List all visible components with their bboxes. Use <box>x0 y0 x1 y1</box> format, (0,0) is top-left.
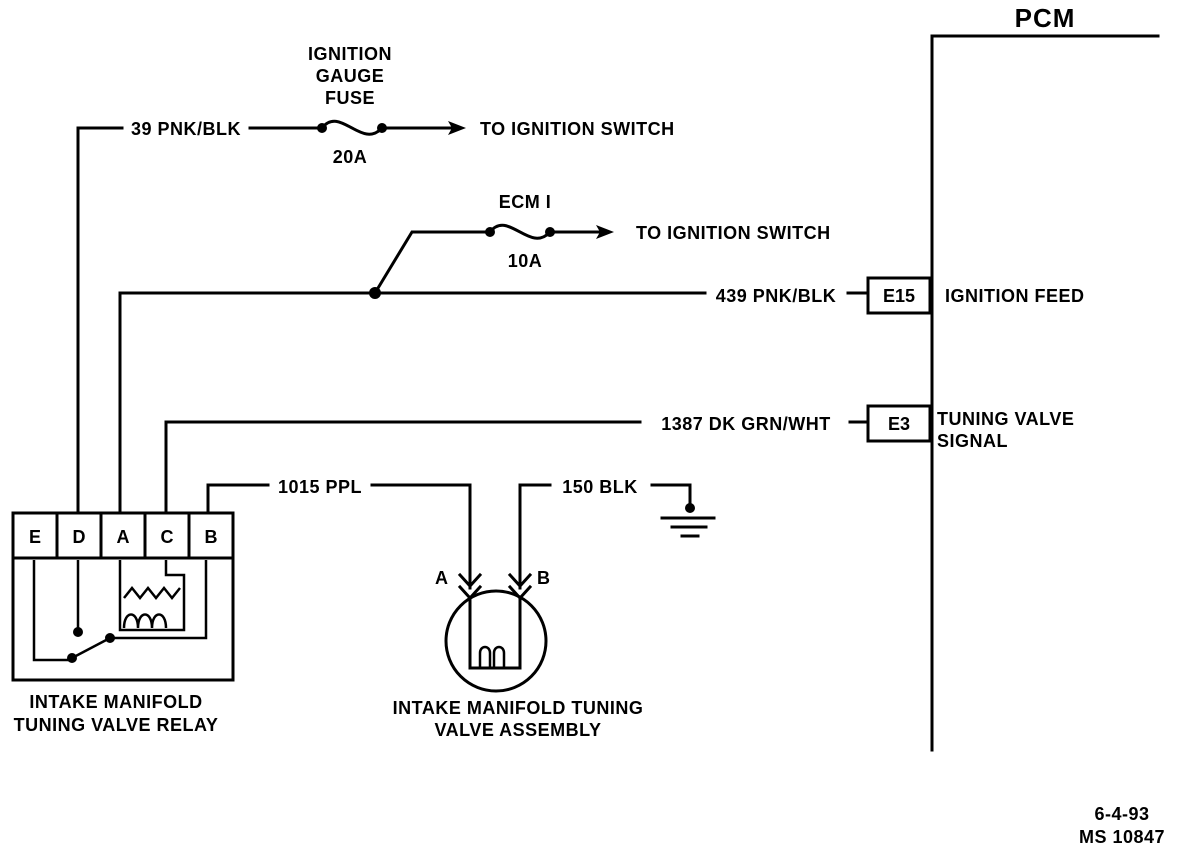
ecm-fuse-name: ECM I <box>499 192 552 212</box>
relay-coil-windings <box>122 613 168 629</box>
relay-pin-a: A <box>117 527 130 547</box>
wire-439-label: 439 PNK/BLK <box>716 286 837 306</box>
pin-box-e3 <box>866 404 932 443</box>
wire-150-left <box>518 483 552 590</box>
relay-pin-c: C <box>161 527 174 547</box>
arrow-right-icon <box>596 225 614 239</box>
wire-1015-right <box>370 483 472 590</box>
valve-terminal-a: A <box>435 568 448 588</box>
wire-1015-left <box>206 483 270 512</box>
wire-150-label: 150 BLK <box>562 477 638 497</box>
gauge-fuse-name-3: FUSE <box>325 88 375 108</box>
relay-body <box>11 556 235 682</box>
pcm-outline <box>930 34 1160 752</box>
wire-1015: 1015 PPL <box>206 477 472 590</box>
valve-label-line1: INTAKE MANIFOLD TUNING <box>393 698 644 718</box>
pin-label-e3: E3 <box>888 414 910 434</box>
gauge-fuse-name-2: GAUGE <box>316 66 385 86</box>
relay-connector <box>11 511 235 560</box>
pcm-connector-e3: E3 TUNING VALVE SIGNAL <box>866 404 1074 451</box>
wire-150: 150 BLK <box>518 477 716 590</box>
wire-439-left <box>118 291 707 512</box>
relay-coil-frame <box>118 560 186 632</box>
ecm-fuse-destination: TO IGNITION SWITCH <box>636 223 831 243</box>
wire-39: 39 PNK/BLK <box>76 119 324 512</box>
relay-label-line1: INTAKE MANIFOLD <box>29 692 202 712</box>
wire-439: 439 PNK/BLK <box>118 286 868 512</box>
relay-switch-arm <box>71 636 111 660</box>
footer-code: MS 10847 <box>1079 827 1165 847</box>
gauge-fuse: IGNITION GAUGE FUSE 20A TO IGNITION SWIT… <box>308 44 675 167</box>
relay-contact-nc <box>73 627 83 637</box>
relay-pivot <box>67 653 77 663</box>
pin-label-e15: E15 <box>883 286 915 306</box>
ground-icon <box>660 516 716 538</box>
fuse-element <box>487 223 553 240</box>
pin-function-e15: IGNITION FEED <box>945 286 1085 306</box>
wire-1387-left <box>164 420 642 512</box>
pcm-title: PCM <box>1015 3 1076 33</box>
relay-pin-e: E <box>29 527 41 547</box>
footer-date: 6-4-93 <box>1094 804 1149 824</box>
pcm-module: PCM <box>930 3 1160 752</box>
relay-b-line <box>110 560 208 640</box>
ecm-feed-wire <box>372 230 492 296</box>
arrow-right-icon <box>448 121 466 135</box>
valve-body <box>444 589 548 693</box>
gauge-fuse-rating: 20A <box>333 147 368 167</box>
wire-1387: 1387 DK GRN/WHT <box>164 414 868 512</box>
wire-39-label: 39 PNK/BLK <box>131 119 241 139</box>
relay-coil-zigzag <box>123 585 181 601</box>
pin-box-e15 <box>866 276 932 315</box>
ecm-fuse-rating: 10A <box>508 251 543 271</box>
footer: 6-4-93 MS 10847 <box>1079 804 1165 847</box>
wire-39-left <box>76 126 124 512</box>
pin-function-e3-line2: SIGNAL <box>937 431 1008 451</box>
wire-150-right <box>650 483 692 510</box>
pcm-connector-e15: E15 IGNITION FEED <box>866 276 1085 315</box>
valve-solenoid-coil <box>478 645 506 668</box>
valve-terminal-b: B <box>537 568 550 588</box>
pin-function-e3-line1: TUNING VALVE <box>937 409 1074 429</box>
wire-1015-label: 1015 PPL <box>278 477 362 497</box>
gauge-fuse-name-1: IGNITION <box>308 44 392 64</box>
relay-e-line <box>32 560 70 662</box>
tuning-valve-assembly: A B INTAKE MANIFOLD TUNING VALVE ASSEMBL… <box>393 568 644 740</box>
gauge-fuse-destination: TO IGNITION SWITCH <box>480 119 675 139</box>
valve-label-line2: VALVE ASSEMBLY <box>434 720 601 740</box>
relay-pin-dividers <box>55 511 191 560</box>
tuning-valve-relay: E D A C B INTAKE MANIFOLD TUNING VALVE R… <box>11 511 235 735</box>
fuse-element <box>319 119 385 136</box>
splice-dot <box>369 287 381 299</box>
relay-pin-d: D <box>73 527 86 547</box>
relay-pin-b: B <box>205 527 218 547</box>
ground-point <box>685 503 695 513</box>
ecm-fuse: ECM I 10A TO IGNITION SWITCH <box>372 192 831 296</box>
relay-label-line2: TUNING VALVE RELAY <box>14 715 219 735</box>
wire-1387-label: 1387 DK GRN/WHT <box>661 414 831 434</box>
